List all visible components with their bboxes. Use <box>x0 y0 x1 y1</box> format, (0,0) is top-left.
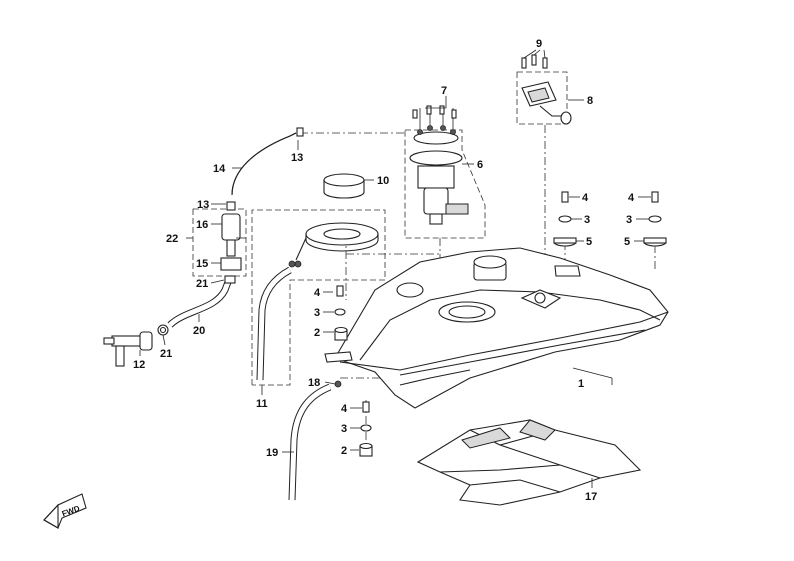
callout-4: 4 <box>628 192 635 204</box>
fuel-filter <box>220 201 242 284</box>
callout-5: 5 <box>586 236 592 248</box>
hose-19 <box>288 383 332 501</box>
callout-9: 9 <box>536 38 542 50</box>
forward-direction-arrow: FWD <box>43 493 87 529</box>
hose-11-inner <box>257 267 292 381</box>
leader-9b <box>533 49 541 56</box>
fitting-12 <box>103 331 153 367</box>
callout-5: 5 <box>624 236 630 248</box>
callout-14: 14 <box>213 163 226 175</box>
callout-7: 7 <box>441 85 447 97</box>
hose-14-inner <box>231 132 297 196</box>
clamp-13-top <box>296 127 304 137</box>
box-hose-11 <box>251 209 386 386</box>
callout-20: 20 <box>193 325 205 337</box>
bolt-stack-left <box>334 285 348 341</box>
callout-18: 18 <box>308 377 320 389</box>
fuel-cap <box>323 173 365 199</box>
callout-2: 2 <box>341 445 347 457</box>
filler-neck-ring <box>288 222 379 268</box>
bolt-stack-lower <box>359 401 373 457</box>
leader-1 <box>572 367 613 379</box>
callout-21: 21 <box>160 348 172 360</box>
callout-3: 3 <box>341 423 347 435</box>
bolt-stack-right <box>643 191 667 247</box>
callout-12: 12 <box>133 359 145 371</box>
callout-11: 11 <box>256 398 268 410</box>
leader-21a <box>162 334 166 346</box>
callout-22: 22 <box>166 233 178 245</box>
skid-plate <box>416 419 642 506</box>
leader-9a <box>523 49 537 59</box>
fuel-sender <box>521 54 572 125</box>
callout-4: 4 <box>582 192 589 204</box>
clamp-21 <box>157 324 169 336</box>
hose-11 <box>256 266 292 381</box>
hose-19-inner <box>289 384 331 501</box>
callout-10: 10 <box>377 175 389 187</box>
callout-15: 15 <box>196 258 208 270</box>
callout-21: 21 <box>196 278 208 290</box>
callout-16: 16 <box>196 219 208 231</box>
hose-20-inner <box>168 281 231 327</box>
leader-21b <box>210 279 225 284</box>
bolt-stack-mid <box>553 191 577 247</box>
callout-6: 6 <box>477 159 483 171</box>
leader-9c <box>543 49 546 59</box>
callout-19: 19 <box>266 447 278 459</box>
callout-4: 4 <box>314 287 321 299</box>
box-sender-8 <box>516 71 568 125</box>
hose-14 <box>231 132 297 196</box>
leader-18 <box>324 381 336 385</box>
callout-3: 3 <box>584 214 590 226</box>
callout-13: 13 <box>291 152 303 164</box>
fuel-pump <box>409 105 469 225</box>
callout-8: 8 <box>587 95 593 107</box>
callout-4: 4 <box>341 403 348 415</box>
callout-13: 13 <box>197 199 209 211</box>
callout-1: 1 <box>578 378 584 390</box>
clamp-18 <box>334 380 342 388</box>
box-filter-22 <box>192 208 247 277</box>
fuel-tank <box>324 247 669 409</box>
callout-2: 2 <box>314 327 320 339</box>
callout-3: 3 <box>314 307 320 319</box>
callout-3: 3 <box>626 214 632 226</box>
box-fuel-pump-6 <box>404 129 486 239</box>
callout-17: 17 <box>585 491 597 503</box>
